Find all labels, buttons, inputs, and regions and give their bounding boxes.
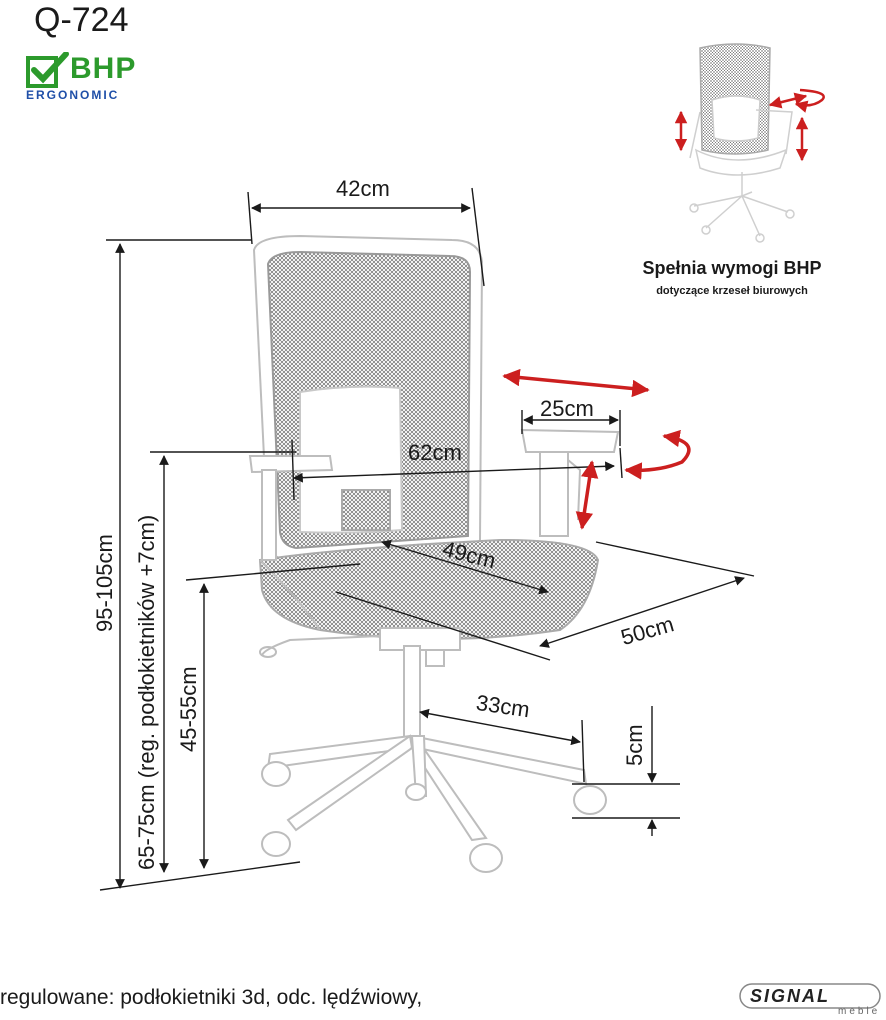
requirements-subtitle: dotyczące krzeseł biurowych <box>656 285 808 297</box>
bhp-ergonomic-logo: BHP ERGONOMIC <box>26 50 166 110</box>
dimension-lines <box>99 187 755 891</box>
logo-text: BHP <box>70 52 137 85</box>
chair-drawing <box>248 234 620 873</box>
brand-frame-icon <box>739 983 881 1009</box>
overall-width-label: 62cm <box>408 440 462 465</box>
brand-name: SIGNAL <box>750 986 831 1006</box>
total-height-label: 95-105cm <box>92 534 117 632</box>
armrest-height-label: 65-75cm (reg. podłokietników +7cm) <box>134 514 159 870</box>
logo-subtext: ERGONOMIC <box>26 88 120 102</box>
signal-logo: SIGNAL meble <box>738 982 884 1018</box>
small-chair-illustration <box>689 43 795 243</box>
seat-height-label: 45-55cm <box>176 666 201 752</box>
small-adjustment-arrows <box>674 88 825 162</box>
armrest-length-label: 25cm <box>540 396 594 421</box>
backrest-width-label: 42cm <box>336 176 390 201</box>
brand-subtext: meble <box>838 1006 881 1017</box>
check-icon <box>26 52 69 88</box>
requirements-title: Spełnia wymogi BHP <box>642 258 822 278</box>
model-name: Q-724 <box>34 1 129 39</box>
wheel-height-label: 5cm <box>622 724 647 766</box>
features-description: regulowane: podłokietniki 3d, odc. lędźw… <box>0 986 423 1009</box>
adjustment-arrows <box>502 368 691 530</box>
